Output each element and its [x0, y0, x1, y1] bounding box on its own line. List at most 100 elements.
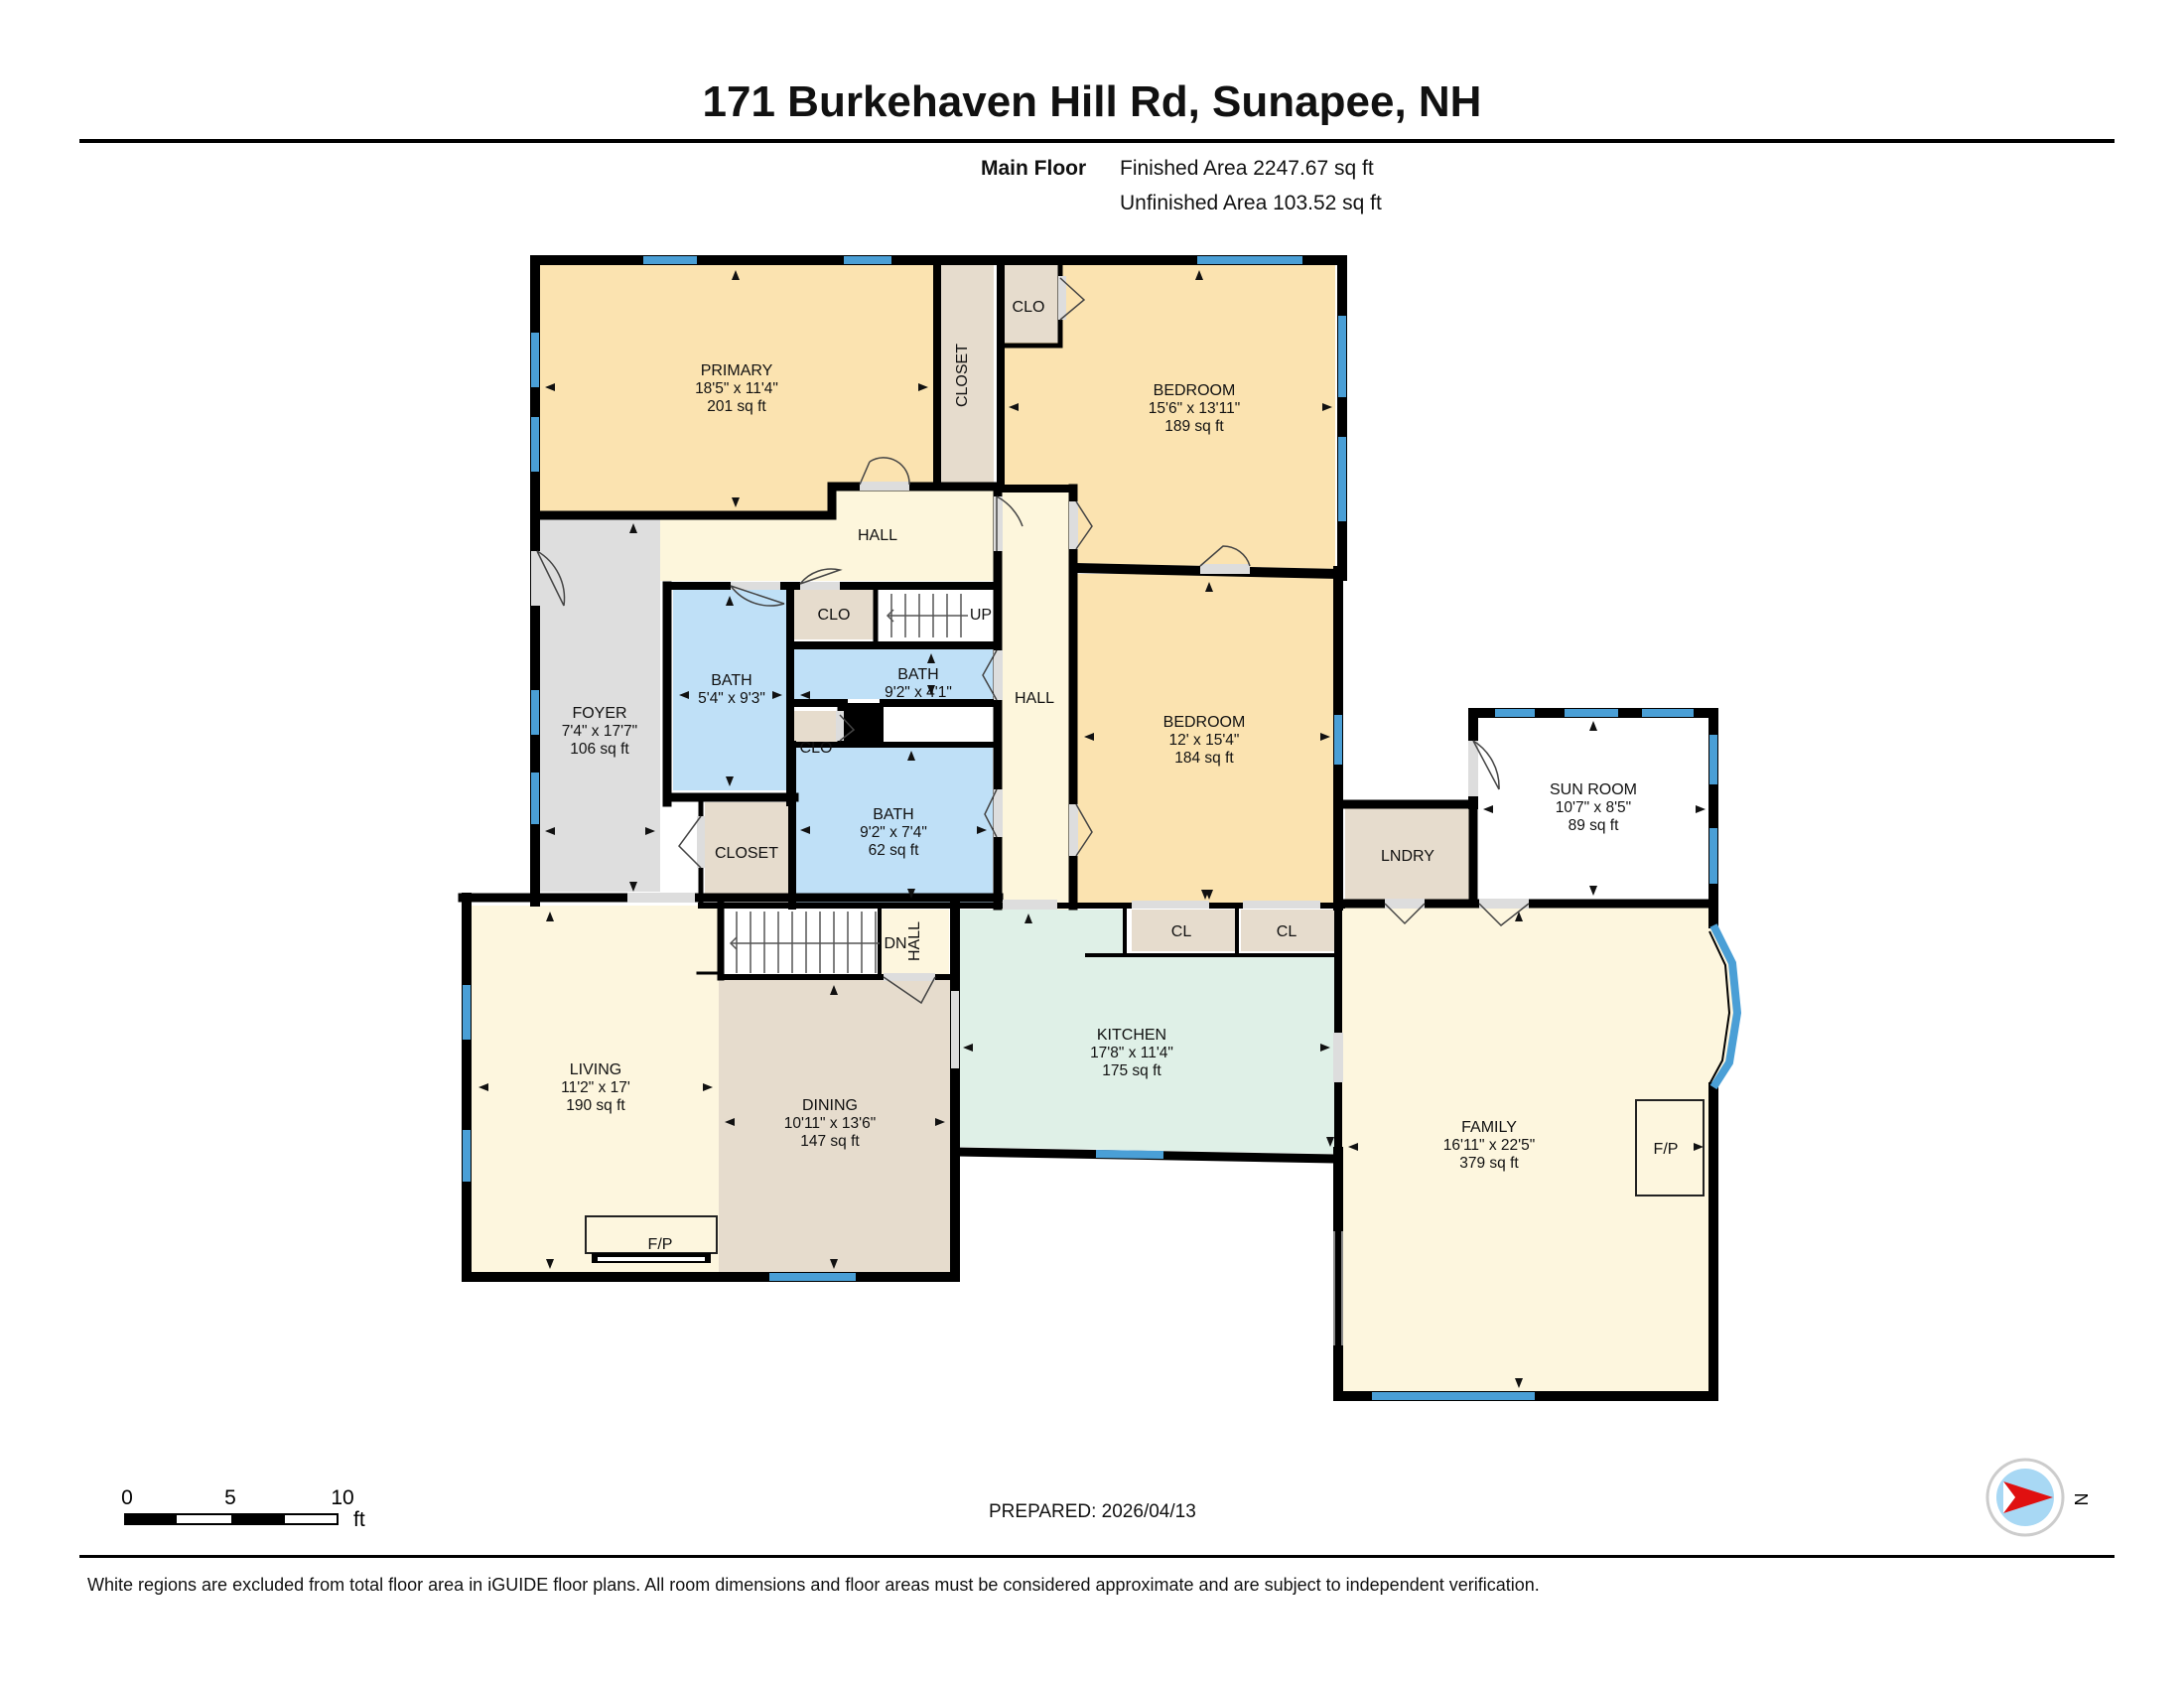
living-name: LIVING	[570, 1061, 621, 1078]
dining-name: DINING	[802, 1097, 858, 1114]
door-swing	[1059, 277, 1086, 321]
header-rule	[79, 139, 2115, 143]
dining-fill	[719, 979, 951, 1273]
closet-fill	[705, 802, 789, 902]
bedroom1-fill	[1005, 263, 1335, 569]
fireplace-living	[585, 1215, 718, 1263]
door-gap	[1132, 901, 1209, 909]
bath2-name: BATH	[897, 666, 938, 683]
door-gap	[1200, 564, 1250, 574]
up-label: UP	[970, 607, 992, 624]
primary-area: 201 sq ft	[707, 398, 766, 415]
window-bay	[1709, 923, 1742, 1090]
room-labels: PRIMARY 18'5" x 11'4" 201 sq ft BEDROOM …	[561, 362, 1637, 1172]
compass-icon: N	[1985, 1458, 2091, 1537]
wall-living-outer	[462, 893, 960, 1282]
doors	[531, 276, 1530, 1082]
clo-bath-label: CLO	[800, 740, 833, 757]
door-gap	[994, 789, 1003, 837]
door-gap	[994, 496, 1003, 551]
cl-left-fill	[1132, 910, 1237, 951]
door-swing	[536, 550, 566, 607]
bedroom1-area: 189 sq ft	[1164, 418, 1224, 435]
foyer-dims: 7'4" x 17'7"	[562, 723, 637, 740]
door-gap	[951, 991, 959, 1068]
kitchen-area: 175 sq ft	[1102, 1062, 1161, 1079]
door-swing	[1075, 803, 1093, 857]
dn-label: DN	[884, 935, 906, 952]
door-swing	[1384, 903, 1426, 925]
bath1-fill	[673, 590, 786, 790]
room-fills	[471, 263, 1737, 1393]
family-name: FAMILY	[1461, 1119, 1517, 1136]
door-gap	[1479, 899, 1529, 909]
hall-top-label: HALL	[858, 527, 897, 544]
closet-label: CLOSET	[715, 845, 778, 862]
bath2-dims: 9'2" x 4'1"	[885, 684, 952, 701]
door-gap	[531, 551, 540, 606]
scale-tick-10: 10	[331, 1486, 353, 1509]
scale-tick-0: 0	[121, 1486, 133, 1509]
bath2-fill	[794, 649, 993, 699]
clo-bedroom-fill	[998, 263, 1059, 343]
bath1-name: BATH	[711, 672, 751, 689]
foyer-name: FOYER	[572, 705, 626, 722]
hall-small-label: HALL	[906, 921, 923, 961]
bedroom1-dims: 15'6" x 13'11"	[1149, 400, 1240, 417]
door-gap	[1385, 899, 1425, 909]
living-fill	[471, 906, 719, 1273]
sunroom-dims: 10'7" x 8'5"	[1556, 799, 1631, 816]
compass-north-label: N	[2071, 1493, 2091, 1506]
clo-bath-fill	[794, 711, 838, 747]
foyer-area: 106 sq ft	[570, 741, 629, 758]
wall-solid-block	[842, 703, 884, 743]
door-swing	[799, 568, 843, 585]
fireplace-family	[1635, 1099, 1705, 1196]
door-swing	[1478, 903, 1530, 927]
clo-hall-fill	[794, 590, 874, 639]
dimension-arrows	[478, 270, 1706, 1388]
bedroom2-name: BEDROOM	[1163, 714, 1246, 731]
door-gap	[1003, 900, 1057, 910]
door-gap	[1069, 804, 1078, 856]
hall-top-fill	[660, 489, 996, 581]
stairs-down	[729, 912, 880, 973]
primary-dims: 18'5" x 11'4"	[695, 380, 778, 397]
door-gap	[1243, 901, 1320, 909]
fp-family-label: F/P	[1654, 1141, 1679, 1158]
scale-tick-5: 5	[224, 1486, 236, 1509]
hall-vertical-label: HALL	[1015, 690, 1054, 707]
door-swing	[996, 495, 1024, 551]
footer-rule	[79, 1555, 2115, 1558]
door-gap	[836, 711, 844, 741]
minor-labels: HALL HALL HALL CLOSET CLOSET CLO CLO CLO…	[648, 299, 1679, 1253]
door-gap	[1058, 276, 1066, 320]
bedroom2-dims: 12' x 15'4"	[1169, 732, 1240, 749]
stairs-dn-fill	[723, 910, 880, 975]
cl-right-label: CL	[1277, 923, 1297, 940]
door-swing	[859, 457, 910, 486]
clo-hall-label: CLO	[818, 607, 851, 624]
living-area: 190 sq ft	[566, 1097, 625, 1114]
dining-area: 147 sq ft	[800, 1133, 860, 1150]
door-gap	[860, 482, 909, 491]
bedroom2-fill	[1076, 574, 1334, 906]
door-gap	[1333, 1033, 1343, 1082]
laundry-label: LNDRY	[1381, 848, 1434, 865]
fp-living-label: F/P	[648, 1236, 673, 1253]
bath3-fill	[794, 747, 993, 904]
door-gap	[627, 893, 695, 903]
door-gap	[994, 650, 1003, 700]
bath3-dims: 9'2" x 7'4"	[860, 824, 927, 841]
bath1-dims: 5'4" x 9'3"	[698, 690, 765, 707]
door-gap	[1468, 741, 1478, 796]
door-swing	[984, 788, 998, 838]
hall-vertical-fill	[1001, 492, 1070, 910]
kitchen-name: KITCHEN	[1097, 1027, 1166, 1044]
door-swing	[730, 585, 785, 607]
kitchen-dims: 17'8" x 11'4"	[1090, 1045, 1173, 1061]
kitchen-fill	[957, 910, 1335, 1154]
bedroom1-name: BEDROOM	[1154, 382, 1236, 399]
stairs-up-fill	[878, 590, 994, 639]
